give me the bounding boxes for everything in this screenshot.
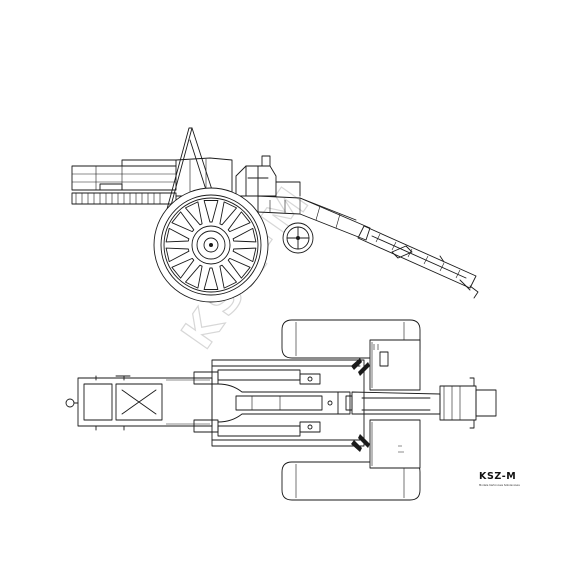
top-wheel-upper bbox=[281, 319, 421, 391]
top-carriage bbox=[193, 359, 365, 447]
wheel-spoke-window bbox=[171, 211, 195, 233]
wheel-spoke-window bbox=[227, 257, 251, 279]
wheel-spokes bbox=[165, 200, 257, 290]
side-main-wheel bbox=[153, 187, 269, 303]
side-trail bbox=[71, 159, 177, 205]
top-view bbox=[65, 319, 497, 501]
side-view bbox=[71, 127, 479, 303]
top-trail bbox=[65, 375, 213, 431]
wheel-spoke-window bbox=[203, 200, 219, 223]
wheel-spoke-window bbox=[219, 201, 237, 226]
side-traverse-wheel bbox=[282, 222, 314, 254]
top-barrel bbox=[351, 377, 497, 429]
wheel-spoke-window bbox=[165, 247, 190, 263]
wheel-spoke-window bbox=[232, 247, 257, 263]
wheel-spoke-window bbox=[165, 227, 190, 243]
brand-logo-text: KSZ-M bbox=[479, 471, 516, 482]
wheel-spoke-window bbox=[219, 264, 237, 289]
top-wheel-lower bbox=[281, 419, 421, 501]
wheel-spoke-window bbox=[203, 267, 219, 290]
wheel-spoke-window bbox=[185, 264, 203, 289]
brand-logo: KSZ-M Modele Kartonowe Szkoleniowe bbox=[479, 471, 520, 487]
wheel-spoke-window bbox=[171, 257, 195, 279]
brand-tagline: Modele Kartonowe Szkoleniowe bbox=[479, 483, 520, 487]
wheel-spoke-window bbox=[227, 211, 251, 233]
wheel-spoke-window bbox=[232, 227, 257, 243]
wheel-spoke-window bbox=[185, 201, 203, 226]
